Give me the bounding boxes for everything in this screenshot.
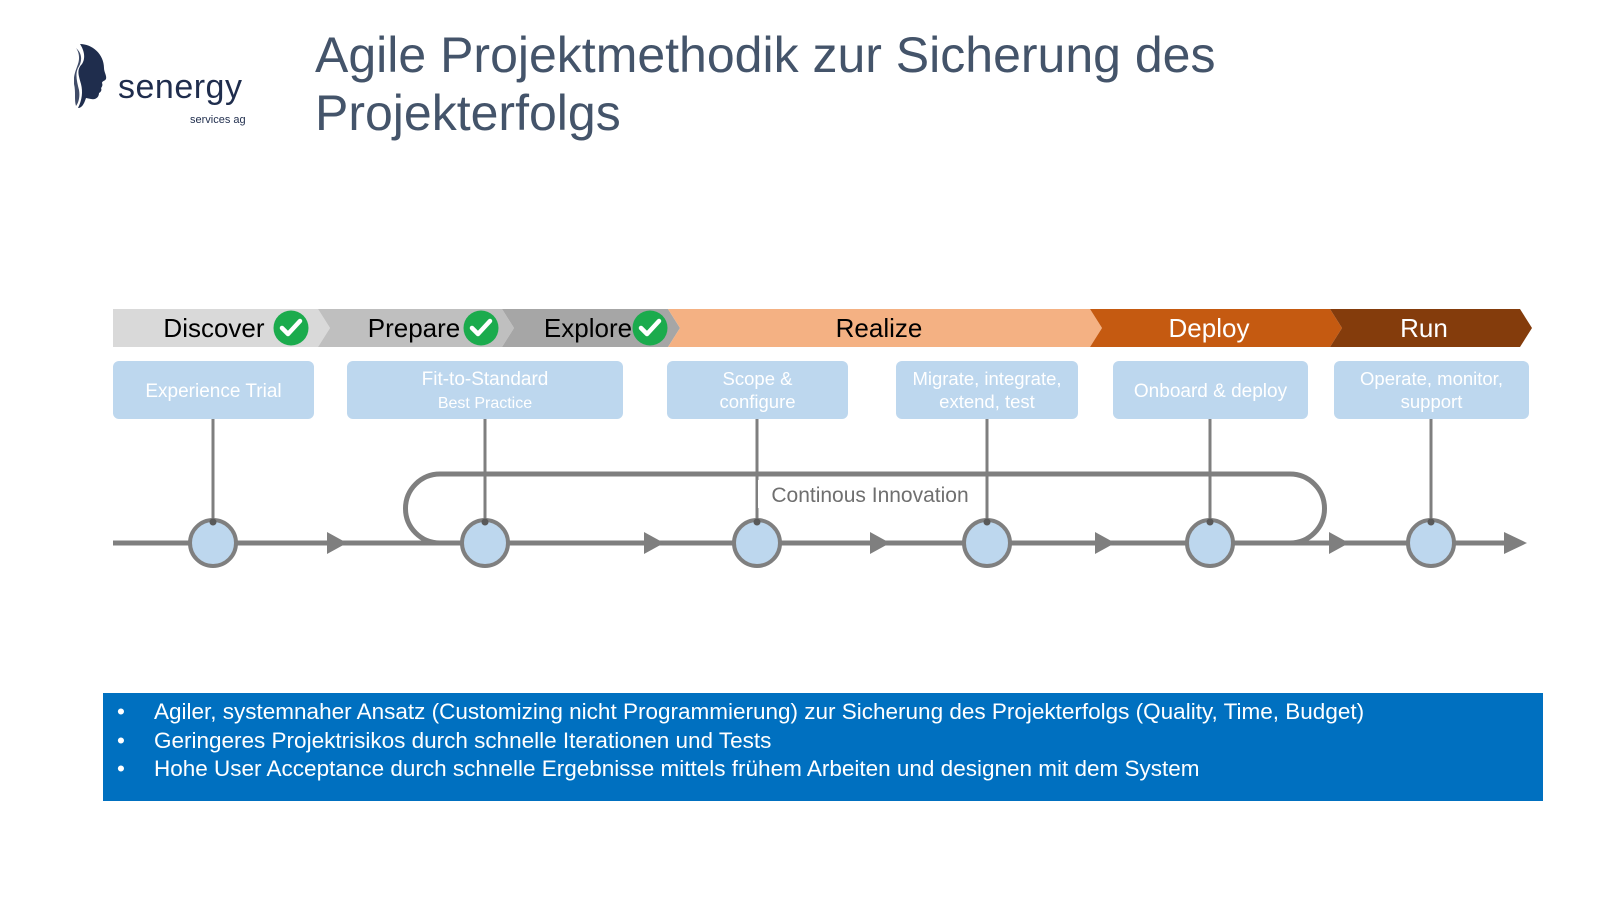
check-icon bbox=[632, 310, 668, 346]
timeline-end-arrow bbox=[1504, 532, 1527, 554]
step-box-bg bbox=[113, 361, 314, 419]
timeline-node bbox=[962, 518, 1012, 568]
phase-label: Explore bbox=[544, 313, 632, 343]
timeline-arrow bbox=[327, 532, 347, 554]
page-title: Agile Projektmethodik zur Sicherung des … bbox=[315, 26, 1415, 142]
node-dot bbox=[983, 518, 991, 526]
loop-label-bg bbox=[758, 480, 980, 508]
step-label-line-1: Fit-to-Standard bbox=[422, 369, 549, 390]
timeline-nodes bbox=[188, 518, 1456, 568]
step-box-1: Experience Trial bbox=[113, 361, 314, 419]
phase-label: Discover bbox=[163, 313, 264, 343]
timeline-arrow bbox=[1329, 532, 1349, 554]
timeline-arrows bbox=[327, 532, 1349, 554]
phase-explore: Explore bbox=[502, 309, 680, 347]
connectors bbox=[211, 419, 1433, 522]
timeline-arrow bbox=[870, 532, 890, 554]
step-label-line-2: configure bbox=[719, 391, 795, 412]
phase-discover: Discover bbox=[113, 309, 330, 347]
loop-path bbox=[403, 471, 1327, 546]
key-point-2: Geringeres Projektrisikos durch schnelle… bbox=[113, 727, 1543, 756]
step-label-line-1: Migrate, integrate, bbox=[912, 368, 1061, 389]
phase-label: Deploy bbox=[1169, 313, 1250, 343]
step-label-line-1: Operate, monitor, bbox=[1360, 368, 1503, 389]
timeline-arrow bbox=[644, 532, 664, 554]
timeline-arrow bbox=[1095, 532, 1115, 554]
head-profile-icon bbox=[73, 44, 107, 108]
step-box-bg bbox=[1113, 361, 1308, 419]
phase-realize: Realize bbox=[668, 309, 1102, 347]
title-line-1: Agile Projektmethodik zur Sicherung des bbox=[315, 27, 1216, 83]
step-label-line-2: Best Practice bbox=[438, 395, 532, 412]
phase-chevron bbox=[668, 309, 1102, 347]
node-dot bbox=[481, 518, 489, 526]
node-dot bbox=[753, 518, 761, 526]
node-dot bbox=[1206, 518, 1214, 526]
timeline-node bbox=[460, 518, 510, 568]
key-point-3: Hohe User Acceptance durch schnelle Erge… bbox=[113, 755, 1543, 784]
phase-chevron bbox=[113, 309, 330, 347]
timeline-node bbox=[1185, 518, 1235, 568]
logo-wordmark: senergy bbox=[118, 68, 243, 106]
key-point-1: Agiler, systemnaher Ansatz (Customizing … bbox=[113, 698, 1543, 727]
key-points-panel: Agiler, systemnaher Ansatz (Customizing … bbox=[103, 693, 1543, 801]
step-box-bg bbox=[347, 361, 623, 419]
phase-label: Run bbox=[1400, 313, 1448, 343]
phase-label: Prepare bbox=[368, 313, 461, 343]
title-line-2: Projekterfolgs bbox=[315, 85, 621, 141]
step-label-line-2: support bbox=[1401, 391, 1463, 412]
step-label-line-2: extend, test bbox=[939, 391, 1035, 412]
phase-bar: Discover Prepare Explore Realize Deploy Run bbox=[113, 309, 1532, 347]
step-box-4: Migrate, integrate,extend, test bbox=[896, 361, 1078, 419]
step-box-bg bbox=[896, 361, 1078, 419]
phase-label: Realize bbox=[836, 313, 923, 343]
logo-subtitle: services ag bbox=[190, 114, 246, 126]
step-label: Onboard & deploy bbox=[1134, 381, 1288, 402]
check-icon bbox=[273, 310, 309, 346]
phase-chevron bbox=[318, 309, 514, 347]
step-label: Experience Trial bbox=[145, 381, 281, 402]
node-dot bbox=[209, 518, 217, 526]
senergy-logo: senergy services ag bbox=[73, 42, 264, 132]
loop-label: Continous Innovation bbox=[771, 484, 968, 507]
timeline-node bbox=[188, 518, 238, 568]
step-box-6: Operate, monitor,support bbox=[1334, 361, 1529, 419]
phase-chevron bbox=[1330, 309, 1532, 347]
step-box-bg bbox=[667, 361, 848, 419]
step-box-3: Scope &configure bbox=[667, 361, 848, 419]
phase-deploy: Deploy bbox=[1090, 309, 1342, 347]
continuous-innovation-loop: Continous Innovation bbox=[403, 471, 1327, 546]
check-icon bbox=[463, 310, 499, 346]
phase-chevron bbox=[1090, 309, 1342, 347]
phase-prepare: Prepare bbox=[318, 309, 514, 347]
step-box-5: Onboard & deploy bbox=[1113, 361, 1308, 419]
phase-run: Run bbox=[1330, 309, 1532, 347]
timeline-node bbox=[1406, 518, 1456, 568]
step-box-bg bbox=[1334, 361, 1529, 419]
key-points-list: Agiler, systemnaher Ansatz (Customizing … bbox=[113, 698, 1543, 784]
step-label-line-1: Scope & bbox=[723, 368, 794, 389]
timeline-node bbox=[732, 518, 782, 568]
node-dot bbox=[1427, 518, 1435, 526]
